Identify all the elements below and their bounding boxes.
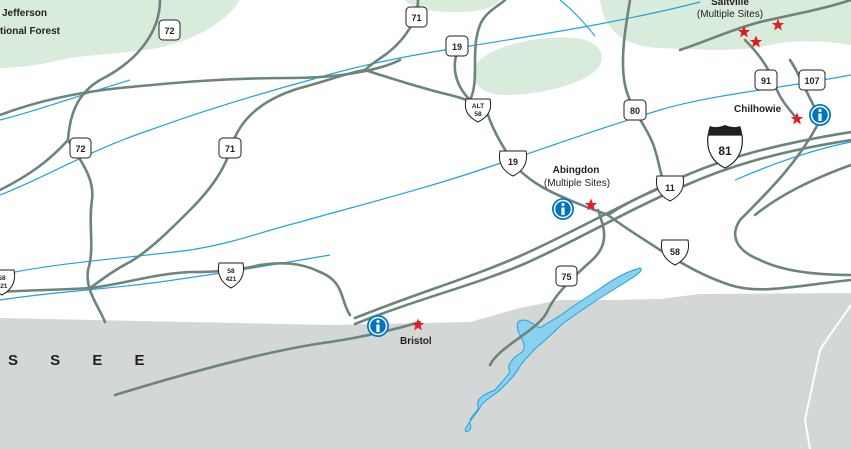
road-top-curve <box>468 0 507 102</box>
shield-alt58: ALT 58 <box>464 98 492 123</box>
abingdon-info-icon[interactable] <box>552 198 574 220</box>
shield-58-421-top: 58 <box>227 268 235 275</box>
river-north-fork <box>0 1 701 196</box>
river-left <box>0 79 131 121</box>
saltville-star-1-icon[interactable] <box>737 25 751 38</box>
bristol-star-icon[interactable] <box>411 318 425 331</box>
shield-58-label: 58 <box>670 247 680 257</box>
shield-19-mid: 19 <box>498 150 528 177</box>
interstate-81-label: 81 <box>718 144 732 158</box>
shield-11: 11 <box>655 175 685 202</box>
shield-72-top: 72 <box>158 19 181 41</box>
road-72-mid <box>66 138 107 324</box>
bristol-name: Bristol <box>400 336 432 347</box>
shield-19-top-label: 19 <box>452 42 462 52</box>
saltville-star-3-icon[interactable] <box>771 18 785 31</box>
shield-58-421-edge-bottom: 421 <box>0 283 8 290</box>
shield-80: 80 <box>623 99 647 121</box>
river-right <box>734 141 851 181</box>
shield-91-label: 91 <box>761 76 771 86</box>
interstate-81-a <box>353 130 851 320</box>
south-holston-lake <box>464 267 642 432</box>
shield-71-mid-label: 71 <box>225 144 235 154</box>
road-72-top <box>66 0 162 142</box>
shield-107-label: 107 <box>804 76 819 86</box>
forest-area-left <box>0 0 240 68</box>
shield-58-421-bottom: 421 <box>226 276 237 283</box>
road-right-south <box>734 118 851 277</box>
road-58-us <box>606 213 851 291</box>
shield-71-top-label: 71 <box>411 13 421 23</box>
abingdon-star-icon[interactable] <box>584 198 598 211</box>
shield-71-mid: 71 <box>218 137 242 159</box>
shield-58-421-edge-top: 58 <box>0 275 6 282</box>
road-bristol-sw <box>113 320 422 397</box>
road-left-upper <box>0 138 70 192</box>
forest-label-line2: tional Forest <box>0 26 61 37</box>
state-boundary <box>803 304 851 449</box>
us-shields: ALT 58 19 11 58 58 421 58 <box>0 98 690 296</box>
chilhowie-name: Chilhowie <box>734 104 782 115</box>
shield-58-421-edge: 58 421 <box>0 269 16 296</box>
forest-area-right <box>600 0 851 50</box>
forest-label-line1: Jefferson <box>2 8 48 19</box>
road-71-mid <box>88 143 234 290</box>
state-label-tennessee: S S E E <box>8 352 159 369</box>
river-middle-fork <box>0 74 851 276</box>
interstate-81-shield: 81 <box>707 125 743 169</box>
shield-91: 91 <box>754 69 778 91</box>
shield-72-mid-label: 72 <box>75 144 85 154</box>
shield-alt58-top: ALT <box>472 103 484 110</box>
road-19 <box>486 113 610 217</box>
saltville-name: Saltville <box>711 0 749 8</box>
abingdon-name: Abingdon <box>552 165 600 176</box>
road-bristol-north <box>258 261 352 317</box>
interstate-81-b <box>353 138 851 326</box>
site-stars <box>411 18 804 331</box>
abingdon-sub: (Multiple Sites) <box>543 178 611 189</box>
shield-71-top: 71 <box>405 6 428 28</box>
road-75 <box>488 208 606 367</box>
rivers <box>0 0 851 301</box>
road-horizontal-top <box>0 58 402 117</box>
forest-area-mid <box>473 37 602 95</box>
shield-80-label: 80 <box>630 106 640 116</box>
saltville-sub: (Multiple Sites) <box>696 9 764 20</box>
road-right-mid <box>753 163 851 217</box>
road-71-top <box>230 68 367 147</box>
shield-58: 58 <box>660 239 690 266</box>
shield-75-label: 75 <box>561 272 571 282</box>
shield-75: 75 <box>555 265 578 287</box>
state-shields: 72 71 19 80 91 107 72 71 75 <box>69 6 826 287</box>
shield-58-421: 58 421 <box>217 262 245 289</box>
river-south-fork <box>0 254 331 301</box>
shield-alt58-bottom: 58 <box>474 111 482 118</box>
river-top-right <box>559 0 596 37</box>
shield-72-mid: 72 <box>69 137 92 159</box>
shield-19-mid-label: 19 <box>508 157 518 167</box>
bristol-info-icon[interactable] <box>367 315 389 337</box>
shield-72-top-label: 72 <box>164 26 174 36</box>
chilhowie-star-icon[interactable] <box>790 112 804 125</box>
road-right-top <box>678 0 851 52</box>
shield-11-label: 11 <box>665 183 675 193</box>
shield-107: 107 <box>798 69 826 91</box>
chilhowie-info-icon[interactable] <box>809 104 831 126</box>
forest-area-top <box>405 0 500 12</box>
tennessee-region <box>0 293 851 449</box>
saltville-star-2-icon[interactable] <box>749 35 763 48</box>
shield-19-top: 19 <box>445 35 469 57</box>
